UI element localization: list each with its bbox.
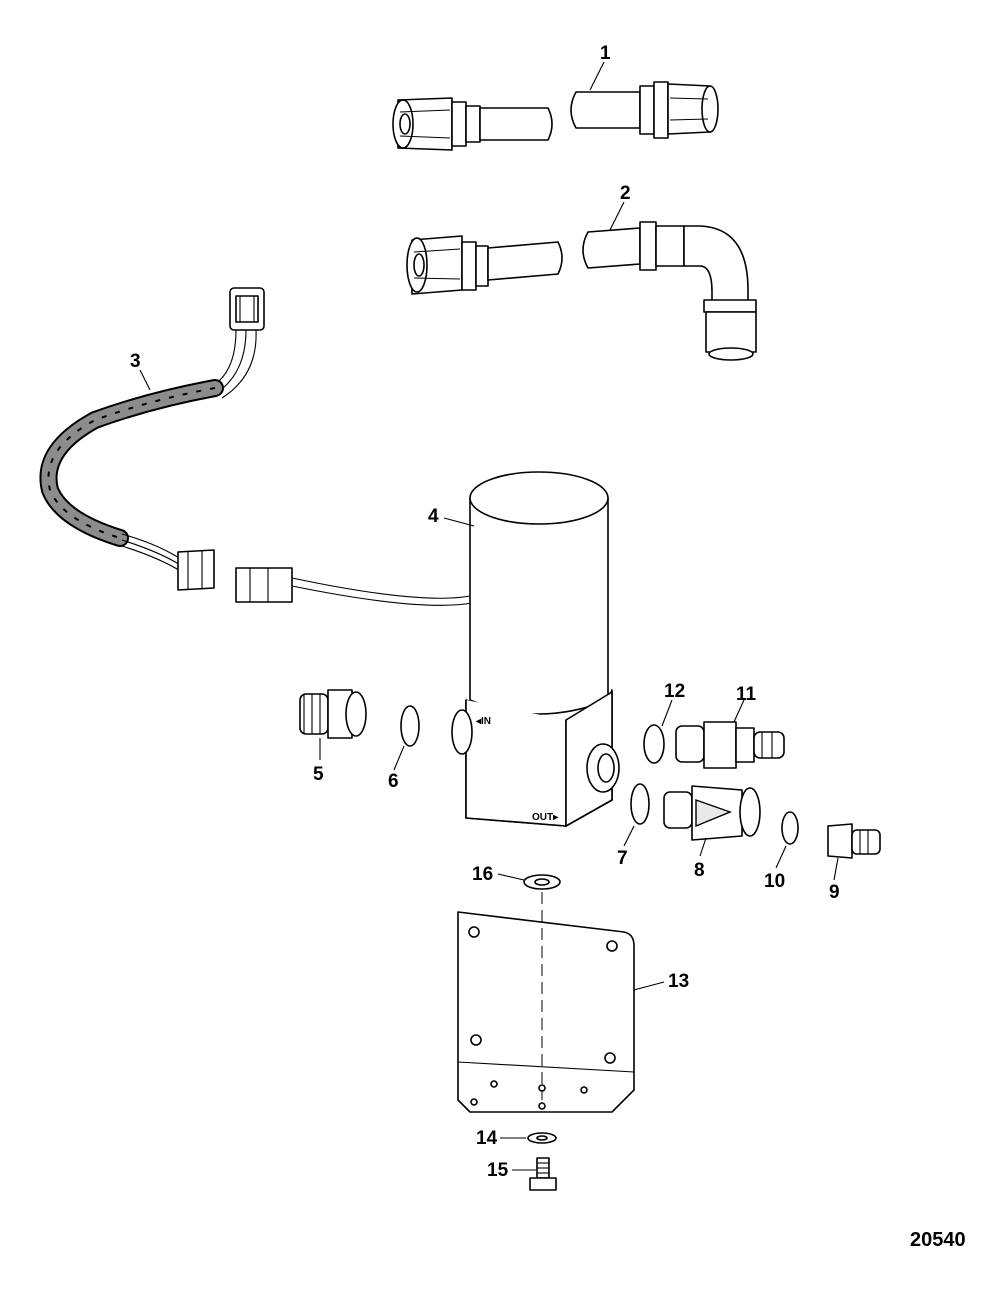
mounting-bracket (457, 911, 635, 1113)
callout-11: 11 (736, 684, 757, 705)
callout-8: 8 (694, 860, 705, 881)
callout-13: 13 (668, 971, 689, 992)
callout-6: 6 (388, 771, 399, 792)
figure-number: 20540 (910, 1229, 966, 1251)
leader-lines (139, 61, 839, 1171)
fuel-pump: ◂IN OUT▸ (451, 471, 620, 827)
callout-3: 3 (130, 351, 141, 372)
check-valve-o-ring (643, 724, 665, 764)
callout-12: 12 (664, 681, 685, 702)
check-valve (675, 721, 785, 769)
callout-10: 10 (764, 871, 785, 892)
pump-inlet-marking: ◂IN (475, 716, 491, 727)
callout-15: 15 (487, 1160, 509, 1181)
end-o-ring (781, 811, 799, 845)
fuel-hose-straight (392, 81, 719, 151)
outlet-o-ring (630, 783, 650, 825)
outlet-fitting (663, 785, 761, 841)
end-fitting (827, 823, 881, 859)
fuel-hose-elbow (406, 221, 757, 361)
callout-9: 9 (829, 882, 840, 903)
upper-washer (523, 874, 561, 890)
inlet-o-ring (400, 705, 420, 747)
callout-16: 16 (472, 864, 493, 885)
callout-14: 14 (476, 1128, 498, 1149)
wiring-harness (39, 287, 529, 606)
callout-5: 5 (313, 764, 324, 785)
callout-1: 1 (600, 43, 611, 64)
inlet-fitting (299, 689, 367, 739)
callout-4: 4 (428, 506, 439, 527)
pump-outlet-marking: OUT▸ (532, 812, 559, 823)
lower-washer (527, 1132, 557, 1144)
callout-2: 2 (620, 183, 631, 204)
callout-7: 7 (617, 848, 628, 869)
screw (529, 1157, 557, 1191)
